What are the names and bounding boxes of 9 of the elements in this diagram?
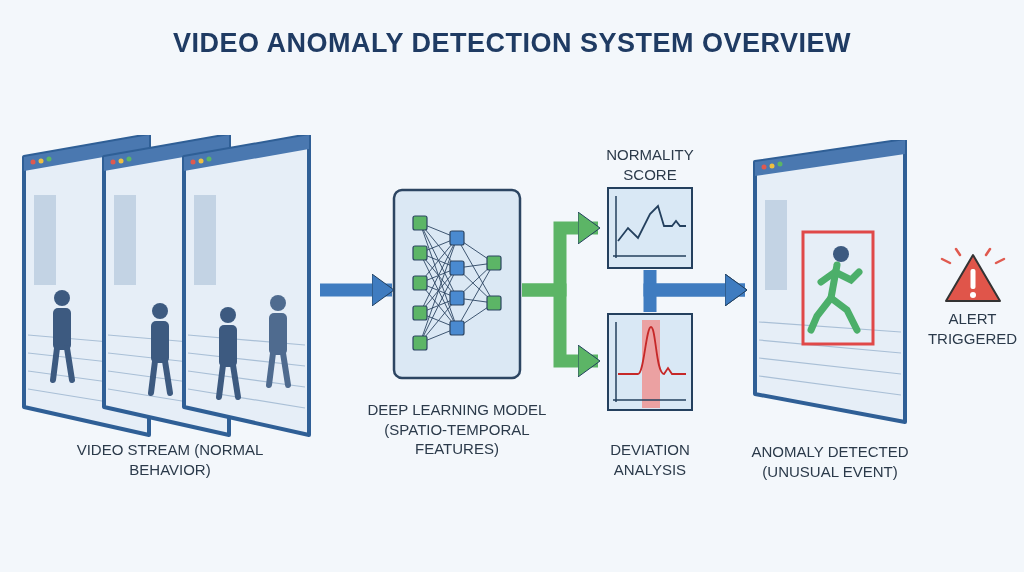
- diagram-title: VIDEO ANOMALY DETECTION SYSTEM OVERVIEW: [172, 28, 852, 58]
- arrow: [320, 273, 395, 307]
- stage-caption: NORMALITY SCORE: [605, 145, 695, 184]
- arrow: [522, 283, 601, 378]
- stage-caption: ALERT TRIGGERED: [926, 309, 1019, 348]
- stage-caption: ANOMALY DETECTED (UNUSUAL EVENT): [750, 442, 910, 481]
- stage-caption: VIDEO STREAM (NORMAL BEHAVIOR): [75, 440, 265, 479]
- stage-caption: DEEP LEARNING MODEL (SPATIO-TEMPORAL FEATURES): [366, 400, 548, 459]
- stage-caption: DEVIATION ANALYSIS: [609, 440, 691, 479]
